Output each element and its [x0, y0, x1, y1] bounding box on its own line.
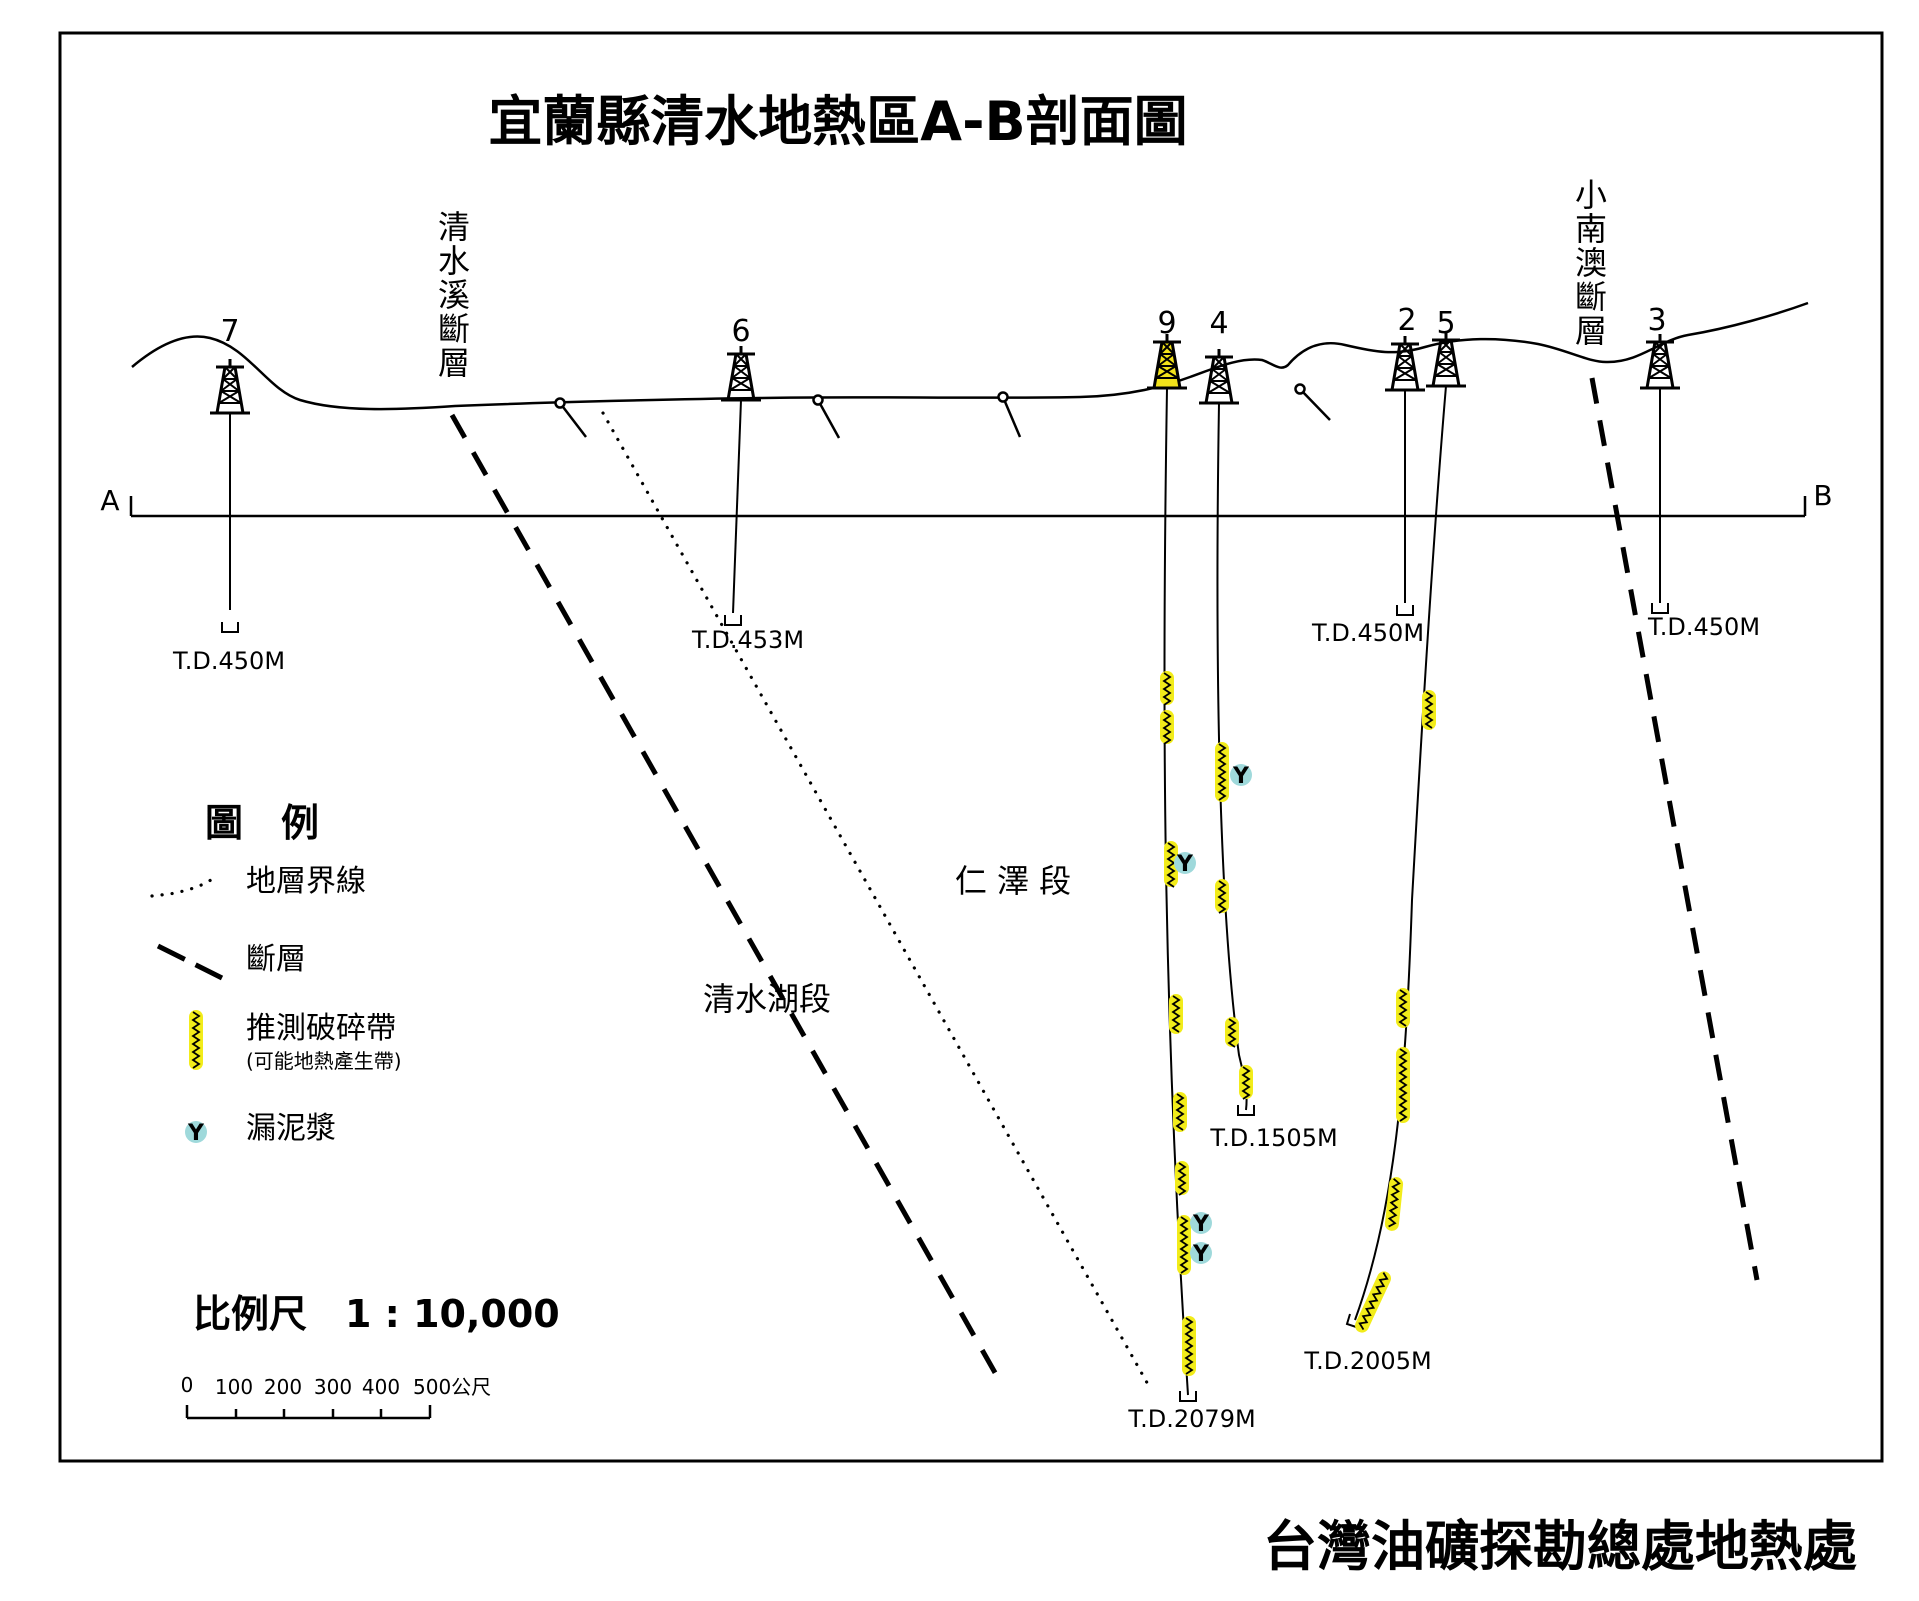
well-2-depth-label: T.D.450M: [1311, 619, 1424, 647]
legend-formation-boundary-label: 地層界線: [246, 864, 366, 899]
fracture-zone-well4-4: [1239, 1065, 1253, 1100]
fracture-zone-well9-1: [1160, 671, 1174, 706]
mud-loss-well9-3: Y: [1190, 1242, 1212, 1267]
well-7-depth-label: T.D.450M: [172, 647, 285, 675]
well-9-depth-label: T.D.2079M: [1127, 1405, 1255, 1433]
rig-well-6: [719, 344, 763, 402]
fracture-zone-well9-3: [1164, 841, 1178, 888]
well-2-number: 2: [1397, 303, 1416, 338]
scale-label: 比例尺 1 : 10,000: [193, 1292, 560, 1336]
mud-loss-well4: Y: [1230, 764, 1252, 789]
well-9-number: 9: [1157, 306, 1176, 341]
publisher-label: 台灣油礦探勘總處地熱處: [1263, 1515, 1857, 1578]
scale-tick-200: 200: [264, 1375, 302, 1399]
section-baseline: [129, 496, 1807, 518]
svg-text:Y: Y: [187, 1121, 205, 1146]
legend-fracture-zone-label: 推測破碎帶: [246, 1011, 396, 1046]
legend-heading: 圖 例: [205, 801, 319, 845]
section-start-label: A: [100, 484, 119, 517]
fracture-zones: [1160, 671, 1436, 1376]
fault-xiaonanao-line: [1589, 377, 1760, 1281]
well-traces: [229, 385, 1661, 1396]
legend: 圖 例 地層界線 斷層 推測破碎帶 (可能地熱產生帶) Y 漏泥漿: [150, 801, 402, 1146]
well-4-depth-label: T.D.1505M: [1209, 1124, 1337, 1152]
fracture-zone-well4-2: [1215, 879, 1229, 914]
well-5-number: 5: [1436, 306, 1455, 341]
fracture-zone-well4-1: [1215, 742, 1229, 802]
formation-qingshuihu-label: 清水湖段: [703, 980, 831, 1018]
fracture-zone-well9-6: [1175, 1161, 1189, 1196]
rig-well-3: [1638, 332, 1682, 390]
figure-title: 宜蘭縣清水地熱區A-B剖面圖: [488, 90, 1187, 153]
fracture-zone-well4-3: [1225, 1017, 1239, 1048]
fracture-zone-well9-8: [1182, 1316, 1196, 1376]
legend-mud-loss-symbol: Y: [185, 1121, 207, 1146]
fracture-zone-well5-4: [1384, 1177, 1404, 1231]
fracture-zone-well9-5: [1173, 1092, 1187, 1132]
scale-tick-0: 0: [181, 1373, 194, 1397]
svg-text:Y: Y: [1192, 1242, 1210, 1267]
legend-fault-label: 斷層: [246, 942, 306, 977]
fracture-zone-well5-5: [1355, 1271, 1391, 1333]
well-4-number: 4: [1209, 306, 1228, 341]
legend-dashed-line-symbol: [156, 943, 224, 981]
fault-qingshui-line: [449, 413, 1005, 1387]
rig-well-4: [1197, 347, 1241, 405]
well-7-number: 7: [220, 314, 239, 349]
rig-well-7: [208, 357, 252, 415]
fracture-zone-well5-3: [1396, 1047, 1410, 1123]
svg-text:Y: Y: [1232, 764, 1250, 789]
fault-qingshui-label: 清水溪斷層: [433, 210, 471, 380]
legend-mud-loss-label: 漏泥漿: [246, 1111, 336, 1146]
mud-loss-well9-1: Y: [1174, 852, 1196, 877]
section-end-label: B: [1813, 479, 1832, 512]
mud-loss-markers: Y Y Y Y: [1174, 764, 1252, 1267]
legend-dotted-line-symbol: [150, 875, 218, 898]
bottom-hole-markers: [221, 603, 1669, 1402]
legend-fracture-zone-note: (可能地熱產生帶): [246, 1049, 402, 1073]
fracture-zone-well9-2: [1160, 710, 1174, 745]
scale-bar: [185, 1405, 432, 1420]
fracture-zone-well5-1: [1422, 690, 1436, 730]
well-3-depth-label: T.D.450M: [1647, 613, 1760, 641]
fracture-zone-well9-4: [1169, 994, 1183, 1034]
fracture-zone-well9-7: [1177, 1215, 1191, 1275]
figure-border: [58, 31, 1884, 1463]
scale-tick-500: 500公尺: [413, 1375, 491, 1399]
legend-fracture-zone-symbol: [189, 1010, 203, 1070]
fracture-zone-well5-2: [1396, 988, 1410, 1028]
svg-text:Y: Y: [1192, 1212, 1210, 1237]
fault-xiaonanao-label: 小南澳斷層: [1570, 178, 1608, 348]
dip-markers: [554, 383, 1331, 439]
formation-boundary-line: [601, 411, 1152, 1390]
mud-loss-well9-2: Y: [1190, 1212, 1212, 1237]
scale-tick-300: 300: [314, 1375, 352, 1399]
rig-well-2: [1383, 334, 1427, 392]
svg-text:Y: Y: [1176, 852, 1194, 877]
well-5-depth-label: T.D.2005M: [1303, 1347, 1431, 1375]
formation-renze-label: 仁 澤 段: [955, 862, 1071, 900]
well-3-number: 3: [1647, 303, 1666, 338]
scale-tick-100: 100: [215, 1375, 253, 1399]
well-6-number: 6: [731, 314, 750, 349]
scale-tick-400: 400: [362, 1375, 400, 1399]
well-6-depth-label: T.D.453M: [691, 626, 804, 654]
ground-surface: [131, 301, 1809, 411]
